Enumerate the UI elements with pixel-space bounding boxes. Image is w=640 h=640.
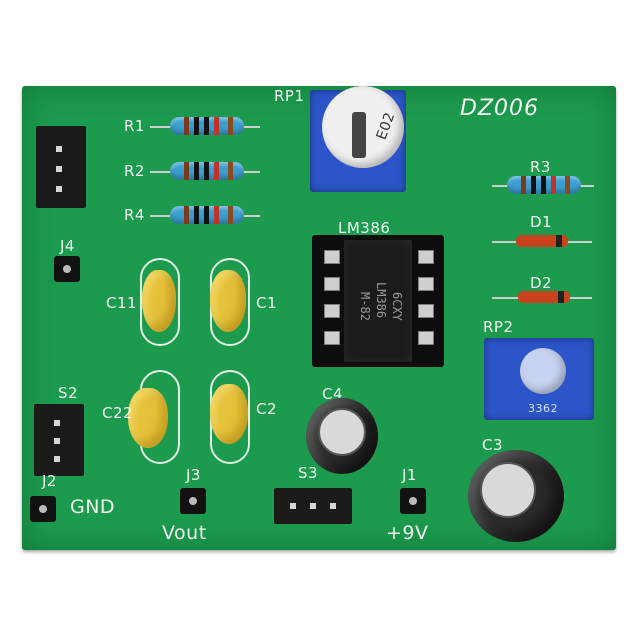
ic-lm386-chip: 6CXY LM386 M-82 xyxy=(344,240,412,362)
label-c1: C1 xyxy=(256,294,278,312)
chip-marking-3: M-82 xyxy=(358,292,372,321)
ceramic-cap-c22 xyxy=(128,388,168,448)
label-s3: S3 xyxy=(298,464,319,482)
socket-pin xyxy=(418,277,434,291)
board-title: DZ006 xyxy=(460,96,540,121)
resistor-r1 xyxy=(170,117,244,135)
c11-outline xyxy=(140,258,180,346)
label-vout: Vout xyxy=(162,522,207,544)
jumper-header-s3 xyxy=(274,488,352,524)
diode-d1 xyxy=(516,235,568,247)
jumper-header-s1 xyxy=(36,126,86,208)
label-s2: S2 xyxy=(58,384,79,402)
socket-pin xyxy=(324,331,340,345)
label-c11: C11 xyxy=(106,294,138,312)
socket-pin xyxy=(324,277,340,291)
label-j3: J3 xyxy=(186,466,201,484)
diode-d2-band xyxy=(558,291,564,303)
trimpot-rp2-knob xyxy=(520,348,566,394)
resistor-r3 xyxy=(507,176,581,194)
resistor-r2 xyxy=(170,162,244,180)
label-r4: R4 xyxy=(124,206,145,224)
label-c2: C2 xyxy=(256,400,278,418)
diode-d1-band xyxy=(556,235,562,247)
electrolytic-cap-c4-top xyxy=(318,408,366,456)
jumper-header-s2 xyxy=(34,404,84,476)
label-r1: R1 xyxy=(124,117,145,135)
test-point-j3 xyxy=(180,488,206,514)
socket-pin xyxy=(418,250,434,264)
socket-pin xyxy=(324,304,340,318)
label-d1: D1 xyxy=(530,213,553,231)
ceramic-cap-c11 xyxy=(142,270,176,332)
label-j4: J4 xyxy=(60,237,75,255)
rp2-marking: 3362 xyxy=(528,402,558,415)
label-j1: J1 xyxy=(402,466,417,484)
label-9v: +9V xyxy=(386,522,429,544)
socket-pin xyxy=(324,250,340,264)
ceramic-cap-c2 xyxy=(210,384,248,444)
socket-pin xyxy=(418,331,434,345)
resistor-r4 xyxy=(170,206,244,224)
label-rp1: RP1 xyxy=(274,87,305,105)
test-point-j2 xyxy=(30,496,56,522)
chip-marking-1: 6CXY xyxy=(390,292,404,321)
label-gnd: GND xyxy=(70,496,116,518)
label-c22: C22 xyxy=(102,404,134,422)
electrolytic-cap-c3-top xyxy=(480,462,536,518)
label-lm386: LM386 xyxy=(338,219,391,237)
trimpot-rp1-slot xyxy=(352,112,366,158)
label-r3: R3 xyxy=(530,158,551,176)
label-j2: J2 xyxy=(42,472,57,490)
label-d2: D2 xyxy=(530,274,553,292)
label-c3: C3 xyxy=(482,436,504,454)
socket-pin xyxy=(418,304,434,318)
diode-d2 xyxy=(518,291,570,303)
label-rp2: RP2 xyxy=(483,318,514,336)
ceramic-cap-c1 xyxy=(210,270,246,332)
chip-marking-2: LM386 xyxy=(374,282,388,319)
test-point-j4 xyxy=(54,256,80,282)
test-point-j1 xyxy=(400,488,426,514)
label-r2: R2 xyxy=(124,162,145,180)
